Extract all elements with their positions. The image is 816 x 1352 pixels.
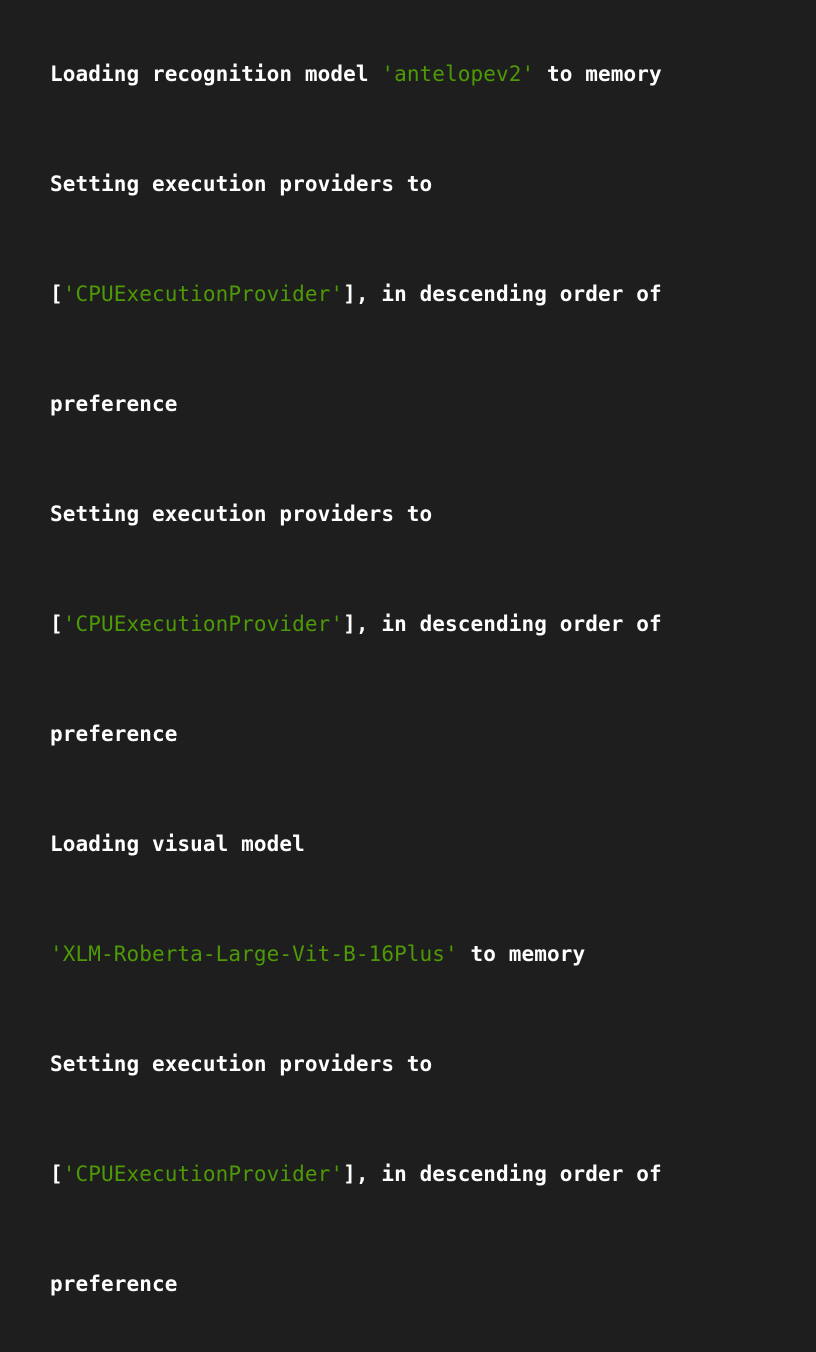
log-line: preference bbox=[50, 386, 816, 448]
log-line: Setting execution providers to bbox=[50, 1046, 816, 1108]
log-line: preference bbox=[50, 1266, 816, 1328]
log-string: 'antelopev2' bbox=[381, 62, 535, 86]
log-text: ], in descending order of bbox=[343, 612, 662, 636]
log-text: Setting execution providers to bbox=[50, 172, 433, 196]
log-line: ['CPUExecutionProvider'], in descending … bbox=[50, 276, 816, 338]
log-text: [ bbox=[50, 1162, 63, 1186]
log-text: Loading visual model bbox=[50, 832, 305, 856]
log-text: ], in descending order of bbox=[343, 282, 662, 306]
log-line: Setting execution providers to bbox=[50, 166, 816, 228]
terminal-output: Loading recognition model 'antelopev2' t… bbox=[50, 56, 816, 1296]
log-string: 'CPUExecutionProvider' bbox=[62, 612, 344, 636]
log-line: preference bbox=[50, 716, 816, 778]
log-text: preference bbox=[50, 1272, 178, 1296]
log-text: preference bbox=[50, 392, 178, 416]
log-line: Loading recognition model 'antelopev2' t… bbox=[50, 56, 816, 118]
log-text: preference bbox=[50, 722, 178, 746]
log-line: ['CPUExecutionProvider'], in descending … bbox=[50, 606, 816, 668]
log-line: ['CPUExecutionProvider'], in descending … bbox=[50, 1156, 816, 1218]
log-line: Loading visual model bbox=[50, 826, 816, 888]
log-text: [ bbox=[50, 282, 63, 306]
log-text: Loading recognition model bbox=[50, 62, 382, 86]
log-text: [ bbox=[50, 612, 63, 636]
log-text: ], in descending order of bbox=[343, 1162, 662, 1186]
log-text: to memory bbox=[457, 942, 586, 966]
log-string: 'CPUExecutionProvider' bbox=[62, 282, 344, 306]
log-text: to memory bbox=[534, 62, 662, 86]
log-string: 'XLM-Roberta-Large-Vit-B-16Plus' bbox=[50, 942, 458, 966]
log-text: Setting execution providers to bbox=[50, 1052, 433, 1076]
log-line: 'XLM-Roberta-Large-Vit-B-16Plus' to memo… bbox=[50, 936, 816, 998]
log-string: 'CPUExecutionProvider' bbox=[62, 1162, 344, 1186]
log-line: Setting execution providers to bbox=[50, 496, 816, 558]
log-text: Setting execution providers to bbox=[50, 502, 433, 526]
